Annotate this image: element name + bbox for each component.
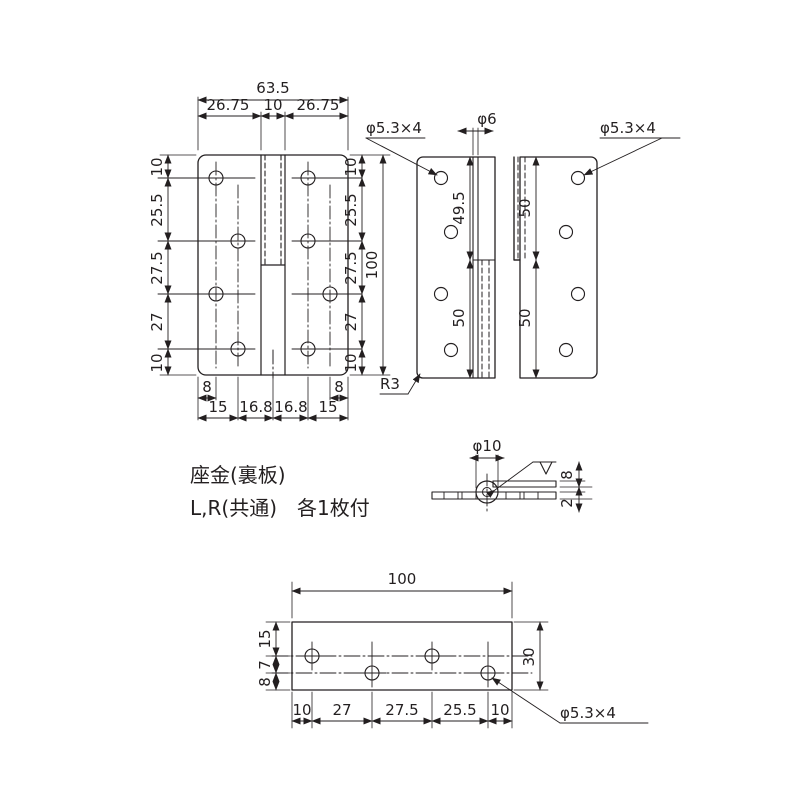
dim-10-mid: 10 [263, 96, 282, 114]
dim-backplate-height: 30 [513, 621, 549, 691]
dim-backplate-height-label: 30 [520, 647, 538, 666]
dim-backplate-left-chain: 15 7 8 [256, 621, 291, 691]
dim-front-width-label: 63.5 [256, 79, 289, 97]
dim-fr-10b: 10 [342, 353, 360, 372]
dim-bp-25-5: 25.5 [443, 701, 476, 719]
dim-front-right-chain: 10 25.5 27.5 27 10 100 [342, 154, 391, 376]
dim-50-left: 50 [450, 308, 468, 327]
dim-fr-25-5: 25.5 [342, 193, 360, 226]
callout-hole-left-label: φ5.3×4 [366, 119, 422, 137]
dim-front-width-chain: 26.75 10 26.75 [197, 96, 349, 120]
dim-15-right: 15 [318, 398, 337, 416]
callout-backplate-hole: φ5.3×4 [491, 677, 649, 724]
callout-backplate-hole-label: φ5.3×4 [560, 704, 616, 722]
dim-26-75-left: 26.75 [207, 96, 250, 114]
callout-hole-left: φ5.3×4 [365, 119, 438, 176]
side-left-holes [433, 170, 459, 358]
front-view-group: 63.5 26.75 10 26.75 10 25.5 27.5 27 10 [148, 79, 391, 422]
dim-front-width: 63.5 [197, 79, 349, 104]
dim-50-right-a: 50 [516, 198, 534, 217]
dim-49-5: 49.5 [450, 191, 468, 224]
backplate-view-group: 100 30 15 7 8 [256, 570, 649, 729]
dim-fr-27-5: 27.5 [342, 251, 360, 284]
dim-8-right: 8 [334, 378, 344, 396]
backplate-holes [297, 641, 503, 688]
dim-fl-10b: 10 [148, 353, 166, 372]
dim-backplate-length: 100 [291, 570, 513, 619]
dim-bp-10-left: 10 [292, 701, 311, 719]
dim-16-8-right: 16.8 [274, 398, 307, 416]
dim-front-left-chain: 10 25.5 27.5 27 10 [148, 154, 197, 376]
dim-phi6-label: φ6 [477, 110, 496, 128]
surface-finish-symbol [486, 461, 557, 498]
dim-50-right-b: 50 [516, 308, 534, 327]
dim-fl-27-5: 27.5 [148, 251, 166, 284]
side-right-leaf-outline [519, 156, 598, 379]
callout-r3: R3 [379, 373, 421, 395]
dim-side-left-chain: 49.5 50 [450, 156, 474, 379]
finish-triangle [539, 461, 553, 475]
dim-backplate-bottom-chain: 10 27 27.5 25.5 10 [291, 691, 513, 729]
dim-front-8: 8 8 [197, 378, 349, 402]
dim-backplate-length-label: 100 [388, 570, 417, 588]
dim-phi10-label: φ10 [473, 437, 502, 455]
side-view-group: φ6 49.5 50 50 50 φ5.3×4 φ5.3×4 [365, 110, 681, 395]
dim-bp-15: 15 [256, 629, 274, 648]
dim-fl-25-5: 25.5 [148, 193, 166, 226]
front-holes [157, 170, 363, 357]
dim-fl-10a: 10 [148, 157, 166, 176]
dim-bp-10-right: 10 [490, 701, 509, 719]
dim-fl-27: 27 [148, 312, 166, 331]
callout-r3-label: R3 [380, 375, 400, 393]
dim-thickness-2: 2 [558, 498, 576, 508]
callout-hole-right-label: φ5.3×4 [600, 119, 656, 137]
dim-26-75-right: 26.75 [297, 96, 340, 114]
dim-front-bottom-chain: 15 16.8 16.8 15 [197, 398, 349, 422]
side-left-leaf-outline [416, 156, 496, 379]
dim-side-right-chain: 50 50 [516, 156, 540, 379]
note-line-1: 座金(裏板) [190, 463, 286, 487]
dim-15-left: 15 [208, 398, 227, 416]
dim-bp-27: 27 [332, 701, 351, 719]
dim-knuckle-dia: φ10 [469, 437, 505, 489]
dim-fr-27: 27 [342, 312, 360, 331]
dim-pin-dia: φ6 [457, 110, 497, 156]
callout-hole-right: φ5.3×4 [583, 119, 681, 176]
section-view-group: φ10 8 2 [431, 437, 593, 513]
dim-bp-8: 8 [256, 677, 274, 687]
dim-section-thickness: 8 2 [558, 461, 593, 513]
dim-fr-10a: 10 [342, 157, 360, 176]
section-bottom-leaf [431, 491, 557, 500]
dim-8-left: 8 [202, 378, 212, 396]
dim-front-height-overall: 100 [363, 251, 381, 280]
note-line-2: L,R(共通) 各1枚付 [190, 496, 370, 520]
side-right-holes [558, 170, 586, 358]
dim-bp-27-5: 27.5 [385, 701, 418, 719]
dim-bp-7: 7 [256, 660, 274, 670]
dim-16-8-left: 16.8 [239, 398, 272, 416]
dim-thickness-8: 8 [558, 470, 576, 480]
